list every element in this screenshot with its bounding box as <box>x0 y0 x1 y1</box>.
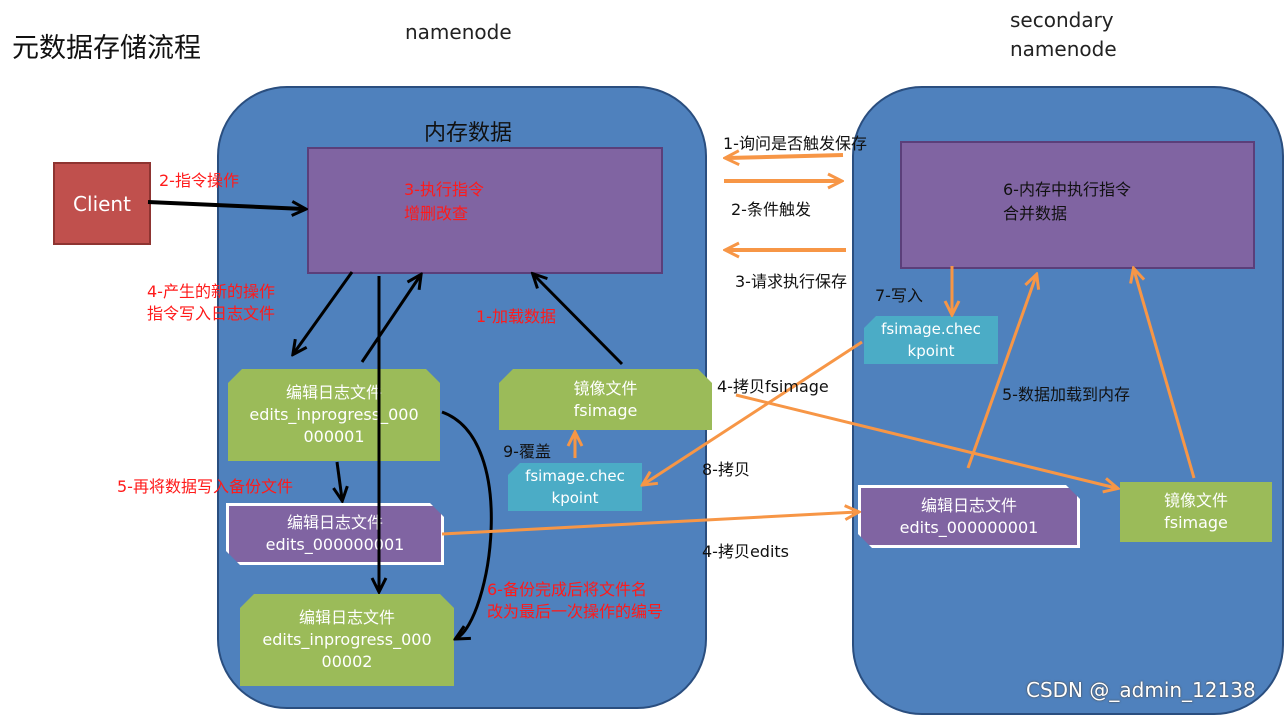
label-load-mem: 5-数据加载到内存 <box>1002 385 1130 404</box>
nn-memory-line-2: 增删改查 <box>404 204 469 223</box>
edits-backup-name: edits_000000001 <box>265 535 405 554</box>
label-request: 3-请求执行保存 <box>735 272 847 291</box>
checkpoint-snn-box: fsimage.chec kpoint <box>864 316 998 364</box>
label-rename-2: 改为最后一次操作的编号 <box>487 602 664 621</box>
label-copy-back: 8-拷贝 <box>702 460 750 479</box>
edits-inprogress-2-box: 编辑日志文件 edits_inprogress_000 00002 <box>240 594 454 686</box>
label-rename: 6-备份完成后将文件名 改为最后一次操作的编号 <box>487 579 663 623</box>
fsimage-nn-box: 镜像文件 fsimage <box>499 369 712 430</box>
label-write: 7-写入 <box>875 286 923 305</box>
arrow-memory-to-edits <box>294 271 354 353</box>
memory-heading: 内存数据 <box>424 121 513 146</box>
execute-command-text: 3-执行指令 增删改查 <box>404 178 484 226</box>
checkpoint-nn-box: fsimage.chec kpoint <box>508 463 642 511</box>
edits-inprogress-1-box: 编辑日志文件 edits_inprogress_000 000001 <box>228 369 440 461</box>
client-box: Client <box>53 162 151 245</box>
fsimage-nn-name: fsimage <box>573 400 638 420</box>
edits-inprogress-1-suffix: 000001 <box>303 427 365 446</box>
edits-snn-name: edits_000000001 <box>899 517 1039 537</box>
edits-snn-box: 编辑日志文件 edits_000000001 <box>858 485 1080 548</box>
arrow-client-to-memory <box>147 200 304 209</box>
arrow-load-fsimage <box>1134 270 1196 479</box>
snn-memory-line-2: 合并数据 <box>1003 204 1068 223</box>
label-copy-fsimage: 4-拷贝fsimage <box>717 377 829 396</box>
checkpoint-snn-line-1: fsimage.chec <box>881 320 981 338</box>
label-rename-1: 6-备份完成后将文件名 <box>487 580 647 599</box>
arrow-load-edits <box>966 276 1036 469</box>
secondary-label-line-1: secondary <box>1010 8 1114 32</box>
secondary-memory-box <box>900 141 1255 269</box>
snn-memory-line-1: 6-内存中执行指令 <box>1003 180 1131 199</box>
arrow-rename-curve <box>441 410 493 638</box>
checkpoint-nn-line-2: kpoint <box>551 489 599 507</box>
arrow-copy-fsimage <box>735 393 1116 488</box>
label-copy-edits: 4-拷贝edits <box>702 542 790 561</box>
label-new-op-1: 4-产生的新的操作 <box>147 282 275 301</box>
edits-inprogress-2-name: edits_inprogress_000 <box>262 630 432 649</box>
secondary-namenode-label: secondary namenode <box>1010 6 1117 64</box>
arrow-fsimage-to-memory <box>534 275 624 366</box>
fsimage-snn-title: 镜像文件 <box>1163 491 1228 510</box>
namenode-label: namenode <box>405 20 512 44</box>
fsimage-nn-title: 镜像文件 <box>573 378 638 398</box>
edits-inprogress-1-title: 编辑日志文件 <box>285 383 382 402</box>
edits-inprogress-2-title: 编辑日志文件 <box>298 608 395 627</box>
label-trigger: 2-条件触发 <box>731 200 811 219</box>
arrow-edits-to-backup <box>337 461 342 499</box>
arrow-copy-back <box>644 340 863 484</box>
nn-memory-line-1: 3-执行指令 <box>404 180 484 199</box>
edits-backup-box: 编辑日志文件 edits_000000001 <box>226 503 444 565</box>
edits-backup-title: 编辑日志文件 <box>286 513 383 532</box>
page-title: 元数据存储流程 <box>12 33 201 64</box>
label-overwrite: 9-覆盖 <box>503 442 551 461</box>
fsimage-snn-name: fsimage <box>1164 513 1228 532</box>
label-new-op-2: 指令写入日志文件 <box>147 304 276 323</box>
label-load: 1-加载数据 <box>476 307 556 326</box>
merge-data-text: 6-内存中执行指令 合并数据 <box>1003 178 1131 226</box>
label-new-op: 4-产生的新的操作 指令写入日志文件 <box>147 281 275 325</box>
edits-snn-title: 编辑日志文件 <box>920 495 1017 515</box>
arrow-copy-edits <box>441 512 857 536</box>
arrow-ask <box>727 155 844 158</box>
label-ask: 1-询问是否触发保存 <box>723 134 867 153</box>
secondary-label-line-2: namenode <box>1010 37 1117 61</box>
label-backup: 5-再将数据写入备份文件 <box>117 477 293 496</box>
edits-inprogress-2-suffix: 00002 <box>321 652 373 671</box>
edits-inprogress-1-name: edits_inprogress_000 <box>249 405 419 424</box>
fsimage-snn-box: 镜像文件 fsimage <box>1120 482 1272 542</box>
checkpoint-nn-line-1: fsimage.chec <box>525 467 625 485</box>
csdn-watermark: CSDN @_admin_12138 <box>1026 678 1256 702</box>
namenode-memory-box <box>307 147 663 274</box>
checkpoint-snn-line-2: kpoint <box>907 342 955 360</box>
label-cmd-op: 2-指令操作 <box>159 171 239 190</box>
arrow-edits-to-memory <box>360 276 420 363</box>
